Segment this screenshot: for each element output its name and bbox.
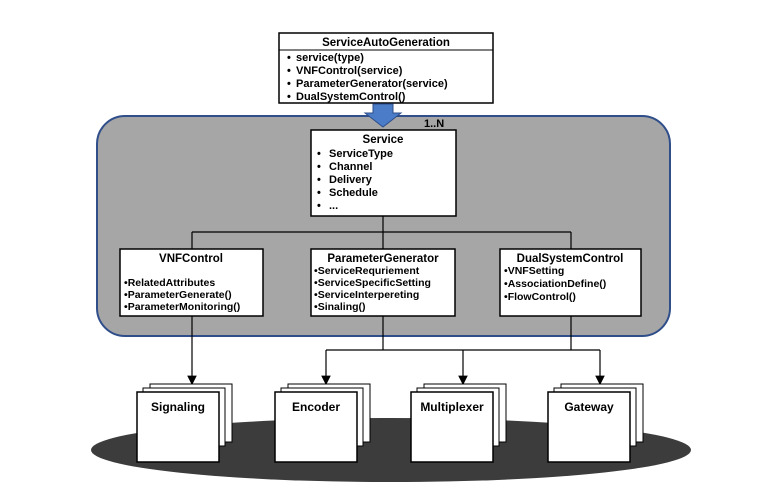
bullet: • (317, 161, 321, 173)
service-title: Service (363, 134, 404, 146)
bullet: • (287, 65, 291, 77)
multiplicity-label: 1..N (424, 118, 444, 130)
service-item: ServiceType (329, 148, 393, 160)
vnf-control-title: VNFControl (159, 253, 223, 265)
gateway-module (547, 391, 631, 463)
signaling-label: Signaling (151, 400, 205, 414)
auto-generation-item: VNFControl(service) (296, 65, 403, 77)
service-item: Schedule (329, 187, 378, 199)
parameter-generator-title: ParameterGenerator (327, 253, 439, 265)
service-connectors (191, 216, 572, 249)
dual-system-control-item: •AssociationDefine() (504, 278, 606, 290)
parameter-generator-item: •ServiceSpecificSetting (314, 277, 431, 289)
bullet: • (317, 187, 321, 199)
down-arrow-icon (363, 103, 403, 128)
vnf-control-item: •ParameterGenerate() (124, 289, 232, 301)
vnf-control-item: •ParameterMonitoring() (124, 301, 240, 313)
bullet: • (317, 200, 321, 212)
parameter-generator-item: •Sinaling() (314, 301, 366, 313)
service-auto-generation-title: ServiceAutoGeneration (322, 37, 450, 49)
service-item: Delivery (329, 174, 373, 186)
dual-system-control-title: DualSystemControl (517, 253, 624, 265)
auto-generation-item: ParameterGenerator(service) (296, 78, 448, 90)
service-auto-generation-box (278, 32, 494, 104)
parameter-generator-item: •ServiceRequriement (314, 265, 420, 277)
auto-generation-item: service(type) (296, 52, 364, 64)
parameter-generator-box (310, 248, 456, 317)
bullet: • (317, 174, 321, 186)
vnf-control-box (119, 248, 264, 317)
multiplexer-module (410, 391, 494, 463)
dual-system-control-item: •VNFSetting (504, 265, 564, 277)
encoder-module (274, 391, 358, 463)
vnf-control-item: •RelatedAttributes (124, 277, 215, 289)
parameter-generator-item: •ServiceInterpereting (314, 289, 419, 301)
service-item: ... (329, 200, 338, 212)
auto-generation-item: DualSystemControl() (296, 91, 406, 103)
encoder-label: Encoder (292, 400, 340, 414)
bullet: • (317, 148, 321, 160)
bullet: • (287, 52, 291, 64)
bullet: • (287, 91, 291, 103)
multiplexer-label: Multiplexer (420, 400, 484, 414)
module-connectors (187, 316, 605, 386)
service-box (310, 129, 457, 217)
bullet: • (287, 78, 291, 90)
service-item: Channel (329, 161, 372, 173)
dual-system-control-item: •FlowControl() (504, 291, 576, 303)
dual-system-control-box (499, 248, 642, 317)
platform-base (91, 418, 691, 482)
signaling-module (136, 391, 220, 463)
gateway-label: Gateway (564, 400, 614, 414)
